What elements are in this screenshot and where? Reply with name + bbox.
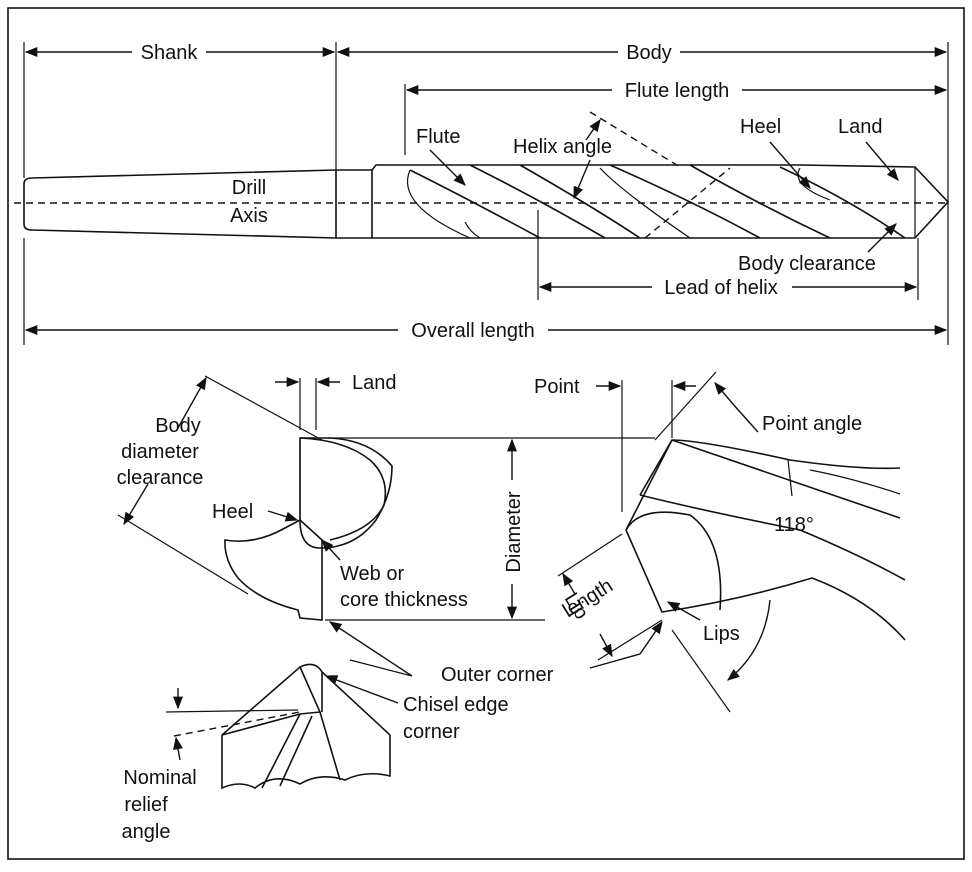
body-clearance-label: Body clearance <box>738 253 876 275</box>
flute-edge-5 <box>689 164 831 239</box>
flute-label: Flute <box>416 126 460 148</box>
point-upper-inner <box>809 469 901 495</box>
web-leader <box>321 539 341 561</box>
body-dia-label-2: diameter <box>121 441 199 463</box>
flute-curl-1 <box>464 221 481 239</box>
chisel-leader <box>324 675 399 704</box>
drill-point-view <box>625 439 906 641</box>
land-top-leader <box>865 141 899 181</box>
flute-edge-1 <box>409 169 541 239</box>
outer-corner-leader <box>589 620 663 669</box>
diameter-label: Diameter <box>503 491 525 572</box>
figure-frame <box>7 7 965 860</box>
axis-label: Axis <box>230 205 268 227</box>
body-clearance-leader <box>867 223 897 253</box>
lead-of-helix-label: Lead of helix <box>664 277 777 299</box>
heel-top-leader <box>769 141 811 189</box>
helix-reference-line <box>589 111 681 168</box>
flute-length-label: Flute length <box>625 80 730 102</box>
body-dia-ext-top <box>204 375 323 441</box>
relief-dashed-line <box>173 711 301 737</box>
chisel-label-2: corner <box>403 721 460 743</box>
point-angle-ext-bottom <box>671 629 731 713</box>
detail-face-2 <box>279 715 313 787</box>
chisel-label-1: Chisel edge <box>403 694 509 716</box>
drill-cross-section <box>224 437 393 621</box>
detail-lip-line <box>221 711 321 736</box>
drill-point-detail <box>221 663 391 790</box>
flute-edge-2 <box>469 164 606 239</box>
point-lip-edge <box>639 494 906 581</box>
body-dia-label-3: clearance <box>117 467 204 489</box>
point-angle-ext-top <box>654 371 717 441</box>
lips-label: Lips <box>703 623 740 645</box>
heel-mid-label: Heel <box>212 501 253 523</box>
land-top-label: Land <box>838 116 883 138</box>
lip-ext-bottom <box>597 619 663 661</box>
drill-body <box>371 164 950 239</box>
lip-ext-top <box>557 533 623 577</box>
body-dia-label-1: Body <box>155 415 201 437</box>
shank-label: Shank <box>141 42 199 64</box>
point-angle-tick <box>787 459 793 497</box>
outer-corner-tick <box>349 659 413 677</box>
drill-shank <box>23 169 373 239</box>
helix-angle-leader <box>573 159 591 200</box>
detail-outline-top <box>221 663 391 736</box>
relief-arrow-bottom <box>173 736 183 761</box>
point-angle-label: Point angle <box>762 413 862 435</box>
point-label: Point <box>534 376 580 398</box>
heel-mid-leader <box>267 510 299 522</box>
point-lip-curve <box>625 511 722 611</box>
cross-section-upper-lobe <box>299 437 393 549</box>
drill-label: Drill <box>232 177 266 199</box>
body-dia-arrow-top <box>177 376 207 429</box>
angle-118-label: 118° <box>774 514 814 536</box>
point-upper-flute <box>671 439 901 519</box>
lip-arrow-top <box>562 572 576 595</box>
flute-pocket-1 <box>406 169 471 239</box>
flute-pocket-2 <box>599 167 691 239</box>
outer-corner-leader-left <box>328 621 413 677</box>
outer-corner-label: Outer corner <box>441 664 554 686</box>
point-angle-arc-bottom <box>727 599 771 681</box>
relief-label-3: angle <box>122 821 171 843</box>
relief-ref-line <box>165 709 299 713</box>
heel-top-label: Heel <box>740 116 781 138</box>
cross-section-lower-lobe <box>224 519 323 621</box>
helix-angle-top-arrow <box>585 118 601 141</box>
detail-face-1 <box>261 713 301 789</box>
point-angle-arc-top <box>714 382 759 433</box>
flute-edge-4 <box>609 164 761 239</box>
helix-angle-label: Helix angle <box>513 136 612 158</box>
relief-label-1: Nominal <box>123 767 196 789</box>
relief-label-2: relief <box>124 794 168 816</box>
body-dia-arrow-bottom <box>123 483 149 526</box>
lips-leader <box>666 601 701 621</box>
drill-side-view <box>14 111 950 239</box>
overall-length-label: Overall length <box>411 320 534 342</box>
web-label-2: core thickness <box>340 589 468 611</box>
web-label-1: Web or <box>340 563 404 585</box>
point-lower-edge <box>625 529 906 641</box>
point-chisel <box>639 439 673 496</box>
land-mid-label: Land <box>352 372 397 394</box>
body-dia-ext-bottom <box>117 514 249 595</box>
flute-leader <box>429 149 466 186</box>
point-upper-edge <box>625 439 901 531</box>
detail-outline-bottom <box>221 735 391 790</box>
cross-section-curve <box>299 437 387 541</box>
helix-line-2 <box>644 167 731 239</box>
lip-arrow-bottom <box>599 633 613 658</box>
body-label: Body <box>626 42 672 64</box>
